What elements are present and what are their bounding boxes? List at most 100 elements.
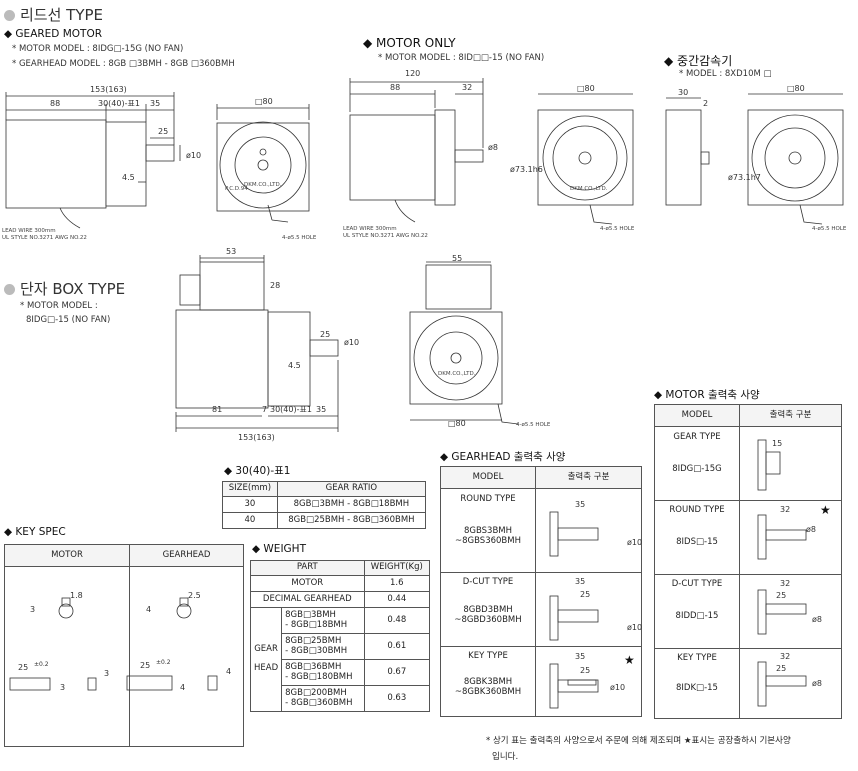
motor-only-title: ◆ MOTOR ONLY xyxy=(363,36,456,50)
lead-wire-2: LEAD WIRE 300mm xyxy=(343,226,397,232)
gh-dcut-35: 35 xyxy=(575,577,585,586)
lead-wire-1: LEAD WIRE 300mm xyxy=(2,228,56,234)
ms-gear-11: 15 xyxy=(772,439,782,448)
th-gear-ratio: GEAR RATIO xyxy=(276,481,427,497)
dim-120: 120 xyxy=(405,69,420,78)
cell: 8GB□36BMH- 8GB□180BMH xyxy=(281,659,365,686)
dim-153: 153(163) xyxy=(90,85,127,94)
ms-dcut-25: 25 xyxy=(776,591,786,600)
gh-key-35: 35 xyxy=(575,652,585,661)
geared-motor-title: ◆ GEARED MOTOR xyxy=(4,28,103,40)
key-shaft-drawing xyxy=(739,648,842,719)
dim-53: 53 xyxy=(226,247,236,256)
th-weight: WEIGHT(Kg) xyxy=(363,560,431,576)
table1-title: ◆ 30(40)-표1 xyxy=(224,465,291,477)
key-g-h: 4 xyxy=(180,683,185,692)
front-view-2 xyxy=(537,109,634,206)
gh-dcut-10: ø10 xyxy=(627,623,642,632)
dcut-shaft-drawing xyxy=(739,574,842,649)
dim-30c: 30(40)-표1 xyxy=(270,405,312,414)
gh-round-10: ø10 xyxy=(627,538,642,547)
gearhead-spec-title: ◆ GEARHEAD 출력축 사양 xyxy=(440,451,566,463)
dim-square-1: □80 xyxy=(255,97,273,106)
dim-32: 32 xyxy=(462,83,472,92)
star-icon: ★ xyxy=(820,503,831,517)
dim-square-3: □80 xyxy=(787,84,805,93)
dim-30b: 30 xyxy=(678,88,688,97)
dkm-label-3: DKM.CO.,LTD. xyxy=(438,371,476,377)
geared-motor-model: * MOTOR MODEL : 8IDG□-15G (NO FAN) xyxy=(12,44,184,54)
dim-2: 2 xyxy=(703,99,708,108)
cell: 0.67 xyxy=(363,659,431,686)
key-m-w: 3 xyxy=(30,605,35,614)
key-g-w: 4 xyxy=(146,605,151,614)
weight-title: ◆ WEIGHT xyxy=(252,543,306,555)
tb-front-view xyxy=(409,311,503,405)
dim-25b: 25 xyxy=(320,330,330,339)
key-m-len-tol: ±0.2 xyxy=(34,661,49,668)
key-m-d: 1.8 xyxy=(70,591,83,600)
gh-key-25: 25 xyxy=(580,666,590,675)
dim-shaft-dia: ø10 xyxy=(186,151,201,160)
key-m-len: 25 xyxy=(18,663,28,672)
dim-30: 30(40)-표1 xyxy=(98,99,140,108)
dim-73: ø73.1h6 xyxy=(510,165,543,174)
terminal-box-title: 단자 BOX TYPE xyxy=(4,278,125,299)
dim-55: 55 xyxy=(452,254,462,263)
motor-spec-title: ◆ MOTOR 출력축 사양 xyxy=(654,389,760,401)
footnote-l2: 입니다. xyxy=(492,752,519,762)
dim-35b: 35 xyxy=(316,405,326,414)
dim-25: 25 xyxy=(158,127,168,136)
ul-style-2: UL STYLE NO.3271 AWG NO.22 xyxy=(343,233,428,239)
dim-10b: ø10 xyxy=(344,338,359,347)
key-motor-drawing xyxy=(4,566,130,747)
ms-dcut-8: ø8 xyxy=(812,615,822,624)
key-gearhead-drawing xyxy=(129,566,244,747)
gh-dcut-25: 25 xyxy=(580,590,590,599)
front-view-1 xyxy=(216,122,310,212)
section-title-lead-type: 리드선 TYPE xyxy=(4,4,103,25)
front-view-3 xyxy=(747,109,844,206)
key-spec-title: ◆ KEY SPEC xyxy=(4,526,66,538)
th-model: MODEL xyxy=(654,404,740,427)
bullet-icon xyxy=(4,10,15,21)
dim-73b: ø73.1h7 xyxy=(728,173,761,182)
dim-88b: 88 xyxy=(390,83,400,92)
key-g-d: 2.5 xyxy=(188,591,201,600)
ms-key-32: 32 xyxy=(780,652,790,661)
hole-4: 4-ø5.5 HOLE xyxy=(516,422,551,428)
ul-style-1: UL STYLE NO.3271 AWG NO.22 xyxy=(2,235,87,241)
dim-4-5: 4.5 xyxy=(122,173,135,182)
cell: 8GB□25BMH - 8GB□360BMH xyxy=(276,512,427,529)
key-m-h: 3 xyxy=(60,683,65,692)
gh-round-35: 35 xyxy=(575,500,585,509)
cell: 0.63 xyxy=(363,685,431,712)
dim-8: ø8 xyxy=(488,143,498,152)
dim-35: 35 xyxy=(150,99,160,108)
dim-28: 28 xyxy=(270,281,280,290)
intermediate-model: * MODEL : 8XD10M □ xyxy=(679,69,772,79)
dim-88: 88 xyxy=(50,99,60,108)
round-shaft-drawing xyxy=(535,488,642,573)
key-g-len-tol: ±0.2 xyxy=(156,659,171,666)
tb-model-l2: 8IDG□-15 (NO FAN) xyxy=(26,315,111,325)
dim-7: 7 xyxy=(262,405,267,414)
hole-3: 4-ø5.5 HOLE xyxy=(812,226,847,232)
pcd-label: P.C.D.94 xyxy=(225,186,248,192)
dim-square-2: □80 xyxy=(577,84,595,93)
ms-key-8: ø8 xyxy=(812,679,822,688)
dim-153b: 153(163) xyxy=(238,433,275,442)
